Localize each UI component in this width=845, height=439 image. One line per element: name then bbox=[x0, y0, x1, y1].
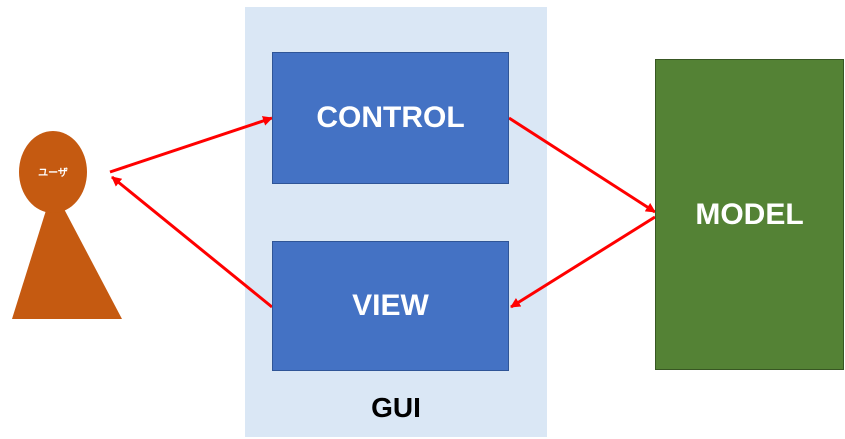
control-box: CONTROL bbox=[272, 52, 509, 184]
user-label: ユーザ bbox=[38, 168, 68, 179]
arrow-view-to-user bbox=[111, 175, 273, 309]
control-label: CONTROL bbox=[316, 101, 465, 134]
model-box: MODEL bbox=[655, 59, 844, 370]
view-label: VIEW bbox=[352, 289, 429, 322]
arrow-model-to-view bbox=[510, 215, 656, 309]
view-box: VIEW bbox=[272, 241, 509, 371]
gui-label: GUI bbox=[371, 392, 421, 423]
user-figure-head bbox=[19, 131, 87, 213]
user-figure-body bbox=[12, 188, 122, 319]
arrow-user-to-control bbox=[109, 116, 273, 174]
arrow-control-to-model bbox=[508, 116, 656, 214]
model-label: MODEL bbox=[695, 197, 804, 231]
